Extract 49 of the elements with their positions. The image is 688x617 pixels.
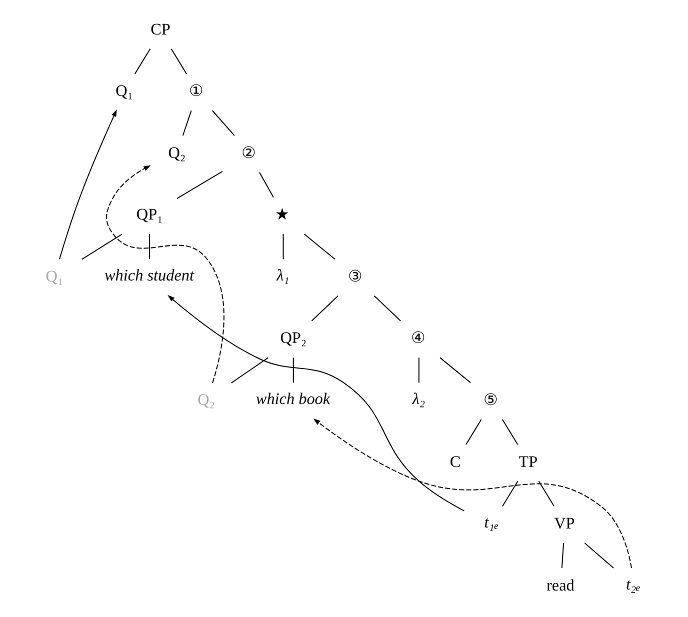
node-text: t₂ₑ xyxy=(626,575,640,594)
node-text: Q₂ xyxy=(198,391,216,410)
node-text: ① xyxy=(189,82,204,100)
connector xyxy=(149,234,150,260)
connector xyxy=(584,542,614,568)
connector xyxy=(134,48,151,74)
connector xyxy=(538,480,555,506)
arrow xyxy=(58,109,117,260)
node-text: VP xyxy=(554,514,575,533)
node-text: Q₁ xyxy=(46,267,64,286)
node-text: QP₁ xyxy=(136,206,163,224)
node-text: λ₁ xyxy=(276,266,290,284)
connector xyxy=(418,358,420,383)
arrow xyxy=(313,418,632,568)
arrow xyxy=(168,295,464,512)
connector xyxy=(212,110,235,136)
connector xyxy=(440,357,471,384)
connector xyxy=(176,170,223,199)
connector xyxy=(561,542,564,568)
connector xyxy=(182,110,192,136)
node-text: ③ xyxy=(348,267,362,286)
node-text: TP xyxy=(518,452,538,471)
node-text: t₁ₑ xyxy=(484,514,499,532)
node-text: ④ xyxy=(410,329,425,348)
connector xyxy=(282,234,284,260)
node-text: which student xyxy=(104,266,194,284)
node-text: Q₁ xyxy=(116,82,133,100)
node-text: ⑤ xyxy=(484,391,498,410)
node-text: QP₂ xyxy=(280,329,307,348)
connector xyxy=(466,419,482,445)
connector xyxy=(170,48,187,74)
connector xyxy=(311,296,338,322)
connector xyxy=(292,358,294,383)
connector xyxy=(231,357,268,384)
connector xyxy=(304,234,336,260)
node-text: Q₂ xyxy=(168,144,186,162)
node-text: read xyxy=(546,576,574,594)
node-text: ② xyxy=(242,144,256,162)
node-text: which book xyxy=(256,390,330,408)
connector xyxy=(374,296,401,322)
connector xyxy=(259,172,274,198)
arrow xyxy=(106,165,224,384)
node-text: C xyxy=(450,452,461,471)
connector xyxy=(502,480,518,506)
connector xyxy=(82,234,122,260)
node-text: CP xyxy=(150,20,170,38)
node-text: ★ xyxy=(275,206,290,224)
node-text: λ₂ xyxy=(412,390,425,408)
connector xyxy=(502,419,518,445)
